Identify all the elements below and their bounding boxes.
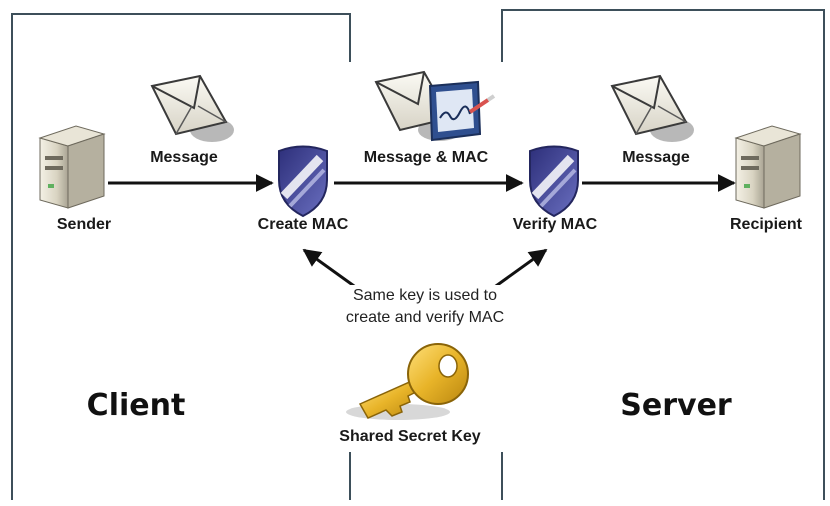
server-region-label: Server [620,388,732,423]
shared-secret-key-icon [346,343,469,420]
envelope-icon [610,74,694,142]
recipient-computer-icon [734,125,802,209]
server-frame [501,9,825,500]
sender-computer-icon [38,125,106,209]
verify-mac-label: Verify MAC [512,216,598,233]
create-mac-label: Create MAC [257,216,349,233]
edge-label-sender-to-create: Message [150,149,218,166]
signed-document-icon [428,80,496,142]
edge-label-verify-to-recipient: Message [622,149,690,166]
create-mac-shield-icon [278,145,328,218]
key-usage-note: Same key is used to create and verify MA… [341,285,509,329]
verify-mac-shield-icon [529,145,579,218]
envelope-icon [150,74,234,142]
client-frame [11,13,351,500]
client-region-label: Client [86,388,186,423]
shared-secret-key-label: Shared Secret Key [339,428,481,445]
edge-label-create-to-verify: Message & MAC [363,149,489,166]
key-usage-note-line-2: create and verify MAC [345,309,505,326]
sender-label: Sender [56,216,112,233]
key-usage-note-line-1: Same key is used to [352,287,498,304]
recipient-label: Recipient [729,216,803,233]
